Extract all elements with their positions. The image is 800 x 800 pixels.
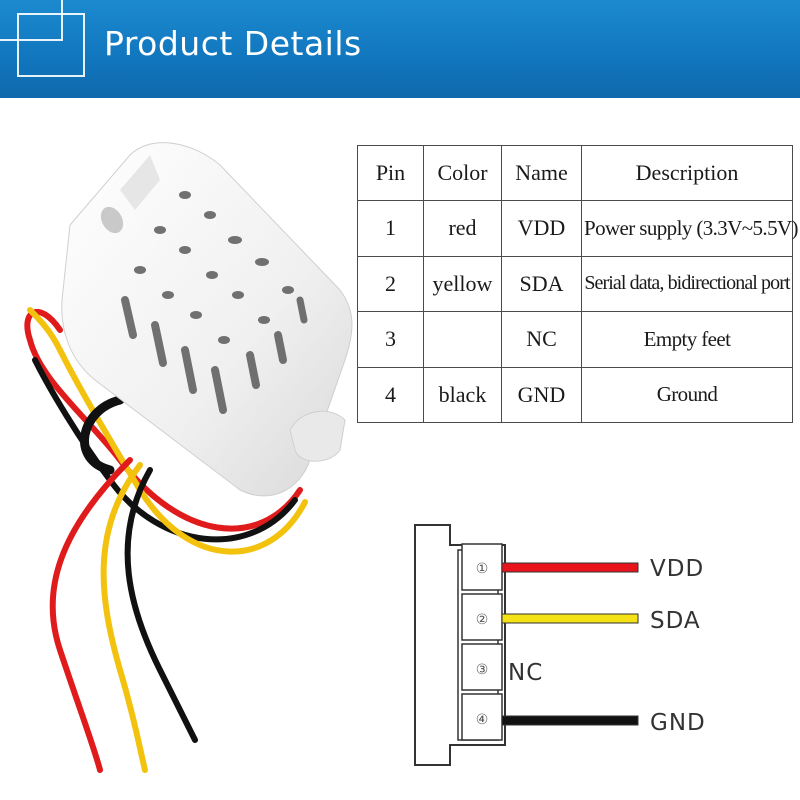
table-header-row: Pin Color Name Description <box>357 145 793 201</box>
wire-gnd <box>501 715 639 726</box>
cell-pin: 2 <box>357 255 424 312</box>
cell-color: black <box>423 366 502 423</box>
cell-pin: 1 <box>357 200 424 257</box>
label-vdd: VDD <box>650 556 704 582</box>
label-sda: SDA <box>650 608 701 634</box>
label-gnd: GND <box>650 710 706 736</box>
cell-description: Ground <box>581 366 793 423</box>
wire-bundle <box>24 307 308 773</box>
table-row: 1 red VDD Power supply (3.3V~5.5V) <box>357 200 799 257</box>
table-row: 2 yellow SDA Serial data, bidirectional … <box>357 255 793 312</box>
wire-vdd <box>501 562 639 573</box>
table-row: 4 black GND Ground <box>357 366 793 423</box>
label-nc: NC <box>508 660 543 686</box>
page-title: Product Details <box>104 24 362 63</box>
cell-description: Empty feet <box>581 311 793 368</box>
connector-diagram: ① ② ③ ④ VDD SDA NC GND <box>414 524 706 766</box>
pin-table: Pin Color Name Description 1 red VDD Pow… <box>357 145 799 423</box>
cell-description: Power supply (3.3V~5.5V) <box>581 200 799 257</box>
pin-number-1: ① <box>476 561 489 577</box>
column-header-color: Color <box>423 145 502 201</box>
pin-number-2: ② <box>476 612 489 628</box>
logo-icon <box>0 0 85 77</box>
column-header-name: Name <box>501 145 582 201</box>
sensor-illustration <box>24 142 353 773</box>
cell-description: Serial data, bidirectional port <box>581 255 793 312</box>
cell-pin: 4 <box>357 366 424 423</box>
column-header-description: Description <box>581 145 793 201</box>
cell-pin: 3 <box>357 311 424 368</box>
column-header-pin: Pin <box>357 145 424 201</box>
cell-color: yellow <box>423 255 502 312</box>
cell-name: VDD <box>501 200 582 257</box>
pin-number-3: ③ <box>476 662 489 678</box>
cell-name: GND <box>501 366 582 423</box>
cell-color <box>423 311 502 368</box>
sensor-body <box>61 142 353 497</box>
cell-name: NC <box>501 311 582 368</box>
cell-name: SDA <box>501 255 582 312</box>
pin-number-4: ④ <box>476 712 489 728</box>
wire-sda <box>501 613 639 624</box>
table-row: 3 NC Empty feet <box>357 311 793 368</box>
header-banner: Product Details <box>0 0 800 98</box>
cell-color: red <box>423 200 502 257</box>
